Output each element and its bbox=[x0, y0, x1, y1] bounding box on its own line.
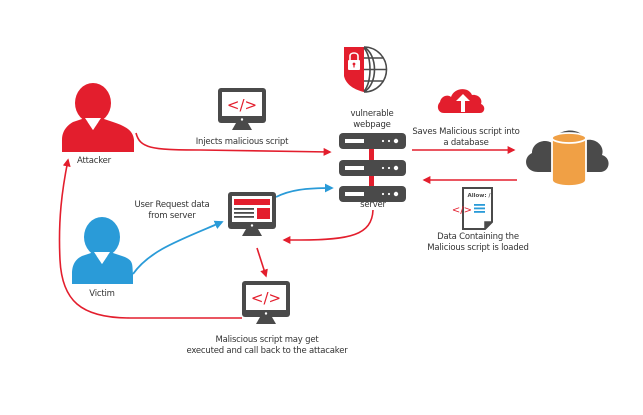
arrow-server-to-monitor bbox=[282, 209, 374, 244]
script-document-label: Data Containing the Malicious script is … bbox=[418, 232, 538, 254]
cloud-upload-label-line1: Saves Malicious script into bbox=[412, 127, 520, 137]
executed-code-monitor-icon: </> bbox=[242, 281, 290, 324]
victim-monitor-label-line2: from server bbox=[148, 211, 196, 221]
attacker-user-icon bbox=[62, 83, 134, 152]
code-glyph: </> bbox=[227, 96, 257, 114]
script-document-icon: Allow: / </> bbox=[452, 187, 493, 230]
cloud-upload-label: Saves Malicious script into a database bbox=[408, 127, 524, 149]
server-rack-icon bbox=[339, 133, 406, 202]
cloud-upload-label-line2: a database bbox=[443, 138, 489, 148]
arrow-monitor-to-executed bbox=[256, 247, 268, 278]
shield-lock-globe-icon bbox=[344, 46, 388, 93]
arrow-inject-to-server bbox=[135, 132, 332, 156]
server-title-line1: vulnerable bbox=[350, 109, 394, 119]
arrow-callback-to-attacker bbox=[58, 158, 242, 319]
attacker-label: Attacker bbox=[77, 156, 111, 166]
script-document-label-line2: Malicious script is loaded bbox=[427, 243, 529, 253]
server-title: vulnerable webpage bbox=[332, 109, 412, 131]
server-title-line2: webpage bbox=[353, 120, 391, 130]
arrow-victim-to-monitor bbox=[132, 220, 224, 275]
victim-label: Victim bbox=[89, 289, 115, 299]
executed-monitor-label-line2: executed and call back to the attacaker bbox=[186, 346, 348, 356]
cloud-database-icon bbox=[526, 130, 609, 187]
code-glyph: </> bbox=[452, 205, 472, 216]
inject-label: Injects malicious script bbox=[195, 137, 289, 147]
victim-monitor-label: User Request data from server bbox=[130, 200, 214, 222]
arrow-monitor-to-server bbox=[275, 183, 334, 198]
inject-code-monitor-icon: </> bbox=[218, 88, 266, 130]
cloud-upload-icon bbox=[437, 89, 485, 113]
script-document-label-line1: Data Containing the bbox=[437, 232, 519, 242]
doc-header-text: Allow: / bbox=[467, 193, 491, 199]
victim-monitor-label-line1: User Request data bbox=[134, 200, 210, 210]
victim-user-icon bbox=[72, 217, 133, 284]
executed-monitor-label-line1: Maliscious script may get bbox=[215, 335, 319, 345]
code-glyph: </> bbox=[251, 289, 281, 307]
executed-monitor-label: Maliscious script may get executed and c… bbox=[184, 335, 350, 357]
webpage-monitor-icon bbox=[228, 192, 276, 236]
server-label: server bbox=[360, 200, 386, 210]
